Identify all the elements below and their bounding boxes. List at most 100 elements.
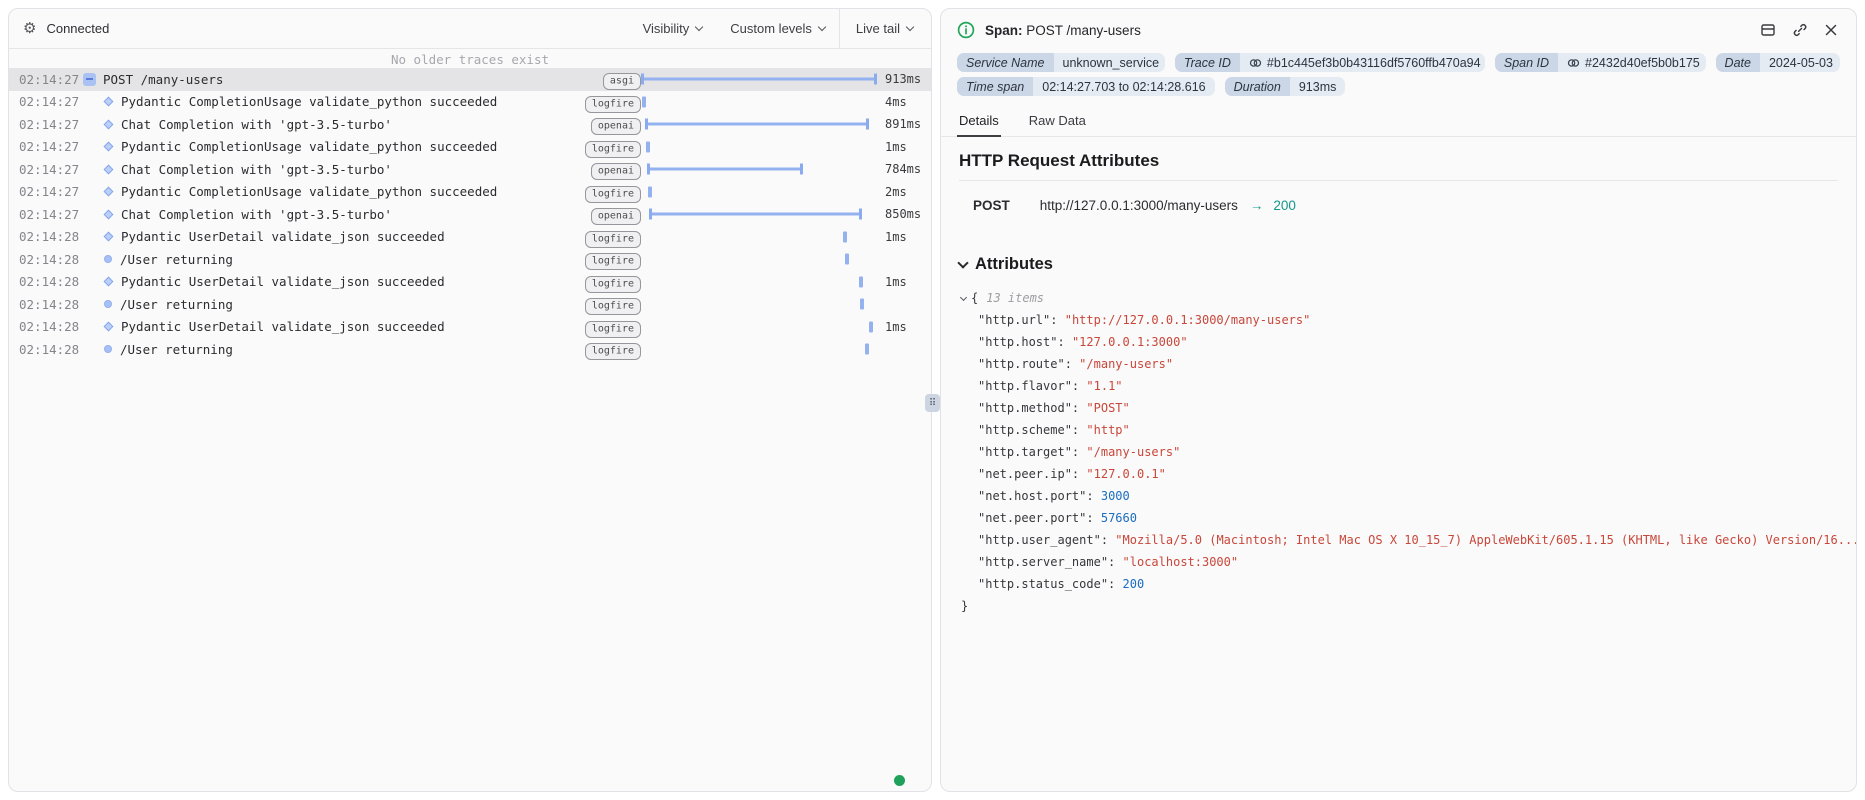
trace-timeline: [641, 158, 877, 181]
trace-timeline: [641, 248, 877, 271]
trace-timeline: [641, 136, 877, 159]
http-url: http://127.0.0.1:3000/many-users: [1039, 198, 1238, 213]
badge-label: Trace ID: [1174, 53, 1240, 72]
span-diamond-icon: [103, 96, 114, 107]
link-icon: [1567, 58, 1580, 67]
json-root-toggle[interactable]: { 13 items: [959, 287, 1838, 309]
instant-bar: [845, 253, 850, 265]
scope-tag: logfire: [584, 140, 641, 158]
chevron-down-icon: [959, 293, 968, 301]
json-entry: "http.target": "/many-users": [978, 445, 1181, 459]
http-status: 200: [1273, 198, 1296, 213]
trace-time: 02:14:27: [19, 139, 80, 155]
attributes-section-toggle[interactable]: Attributes: [957, 255, 1838, 274]
visibility-dropdown[interactable]: Visibility: [629, 9, 717, 48]
log-circle-icon: [104, 345, 112, 354]
trace-label: Pydantic UserDetail validate_json succee…: [83, 229, 581, 244]
trace-duration: 913ms: [885, 72, 922, 87]
arrow-right-icon: →: [1249, 198, 1264, 213]
close-icon[interactable]: [1824, 23, 1838, 37]
span-diamond-icon: [103, 186, 114, 197]
trace-label: Pydantic UserDetail validate_json succee…: [83, 319, 581, 334]
tab-raw-data[interactable]: Raw Data: [1028, 113, 1086, 128]
link-icon[interactable]: [1792, 22, 1808, 38]
json-close-brace: }: [961, 599, 969, 613]
trace-time: 02:14:27: [19, 161, 80, 177]
collapse-toggle-icon[interactable]: [83, 72, 96, 86]
custom-levels-dropdown[interactable]: Custom levels: [716, 9, 839, 48]
badge-label: Service Name: [957, 53, 1054, 72]
info-icon: [957, 21, 975, 39]
trace-time: 02:14:27: [19, 94, 80, 110]
trace-time: 02:14:28: [19, 341, 80, 357]
json-entry: "http.route": "/many-users": [978, 357, 1174, 371]
instant-bar: [645, 141, 650, 153]
http-request-line: POST http://127.0.0.1:3000/many-users → …: [973, 198, 1838, 213]
meta-badge[interactable]: Trace ID#b1c445ef3b0b43116df5760ffb470a9…: [1174, 53, 1485, 72]
span-detail-header: Span: POST /many-users: [941, 9, 1856, 51]
trace-timeline: [641, 316, 877, 339]
scope-tag: logfire: [584, 230, 641, 248]
span-diamond-icon: [103, 276, 114, 287]
scope-tag: logfire: [584, 343, 641, 361]
chevron-down-icon: [905, 22, 915, 32]
instant-bar: [868, 321, 873, 333]
trace-label: /User returning: [83, 252, 581, 267]
chevron-down-icon: [817, 22, 827, 32]
instant-bar: [842, 231, 847, 243]
attributes-title: Attributes: [975, 255, 1053, 273]
trace-duration: 1ms: [885, 274, 907, 289]
trace-timeline: [641, 68, 877, 91]
json-entry: "http.host": "127.0.0.1:3000": [978, 335, 1188, 349]
duration-bar: [649, 208, 863, 220]
trace-duration: 4ms: [885, 94, 907, 109]
json-entry: "net.peer.port": 57660: [978, 511, 1137, 525]
span-diamond-icon: [103, 321, 114, 332]
trace-duration: 891ms: [885, 117, 922, 132]
scope-tag: logfire: [584, 320, 641, 338]
trace-duration: 1ms: [885, 229, 907, 244]
settings-gear-icon[interactable]: ⚙: [23, 20, 37, 37]
instant-bar: [860, 298, 865, 310]
json-entry: "http.server_name": "localhost:3000": [978, 555, 1239, 569]
json-entry: "net.peer.ip": "127.0.0.1": [978, 467, 1166, 481]
trace-label: Pydantic UserDetail validate_json succee…: [83, 274, 581, 289]
trace-timeline: [641, 271, 877, 294]
scope-tag: logfire: [584, 275, 641, 293]
json-entry: "http.scheme": "http": [978, 423, 1130, 437]
badge-value: #b1c445ef3b0b43116df5760ffb470a94: [1239, 53, 1485, 72]
badge-label: Time span: [957, 77, 1034, 96]
meta-badge[interactable]: Span ID#2432d40ef5b0b175: [1494, 53, 1706, 72]
badge-value: 02:14:27.703 to 02:14:28.616: [1033, 77, 1215, 96]
json-entry: "http.status_code": 200: [978, 577, 1145, 591]
trace-time: 02:14:28: [19, 251, 80, 267]
span-diamond-icon: [103, 141, 114, 152]
live-tail-dropdown[interactable]: Live tail: [856, 21, 915, 36]
scope-tag: logfire: [584, 185, 641, 203]
split-panel-icon[interactable]: [1760, 22, 1776, 38]
trace-timeline: [641, 113, 877, 136]
trace-label: Pydantic CompletionUsage validate_python…: [83, 184, 581, 199]
tab-details[interactable]: Details: [957, 109, 1001, 137]
panel-resize-handle[interactable]: ⠿: [925, 394, 940, 412]
traces-panel: ⚙ Connected Visibility Custom levels Liv…: [8, 8, 932, 792]
chevron-down-icon: [957, 256, 969, 269]
